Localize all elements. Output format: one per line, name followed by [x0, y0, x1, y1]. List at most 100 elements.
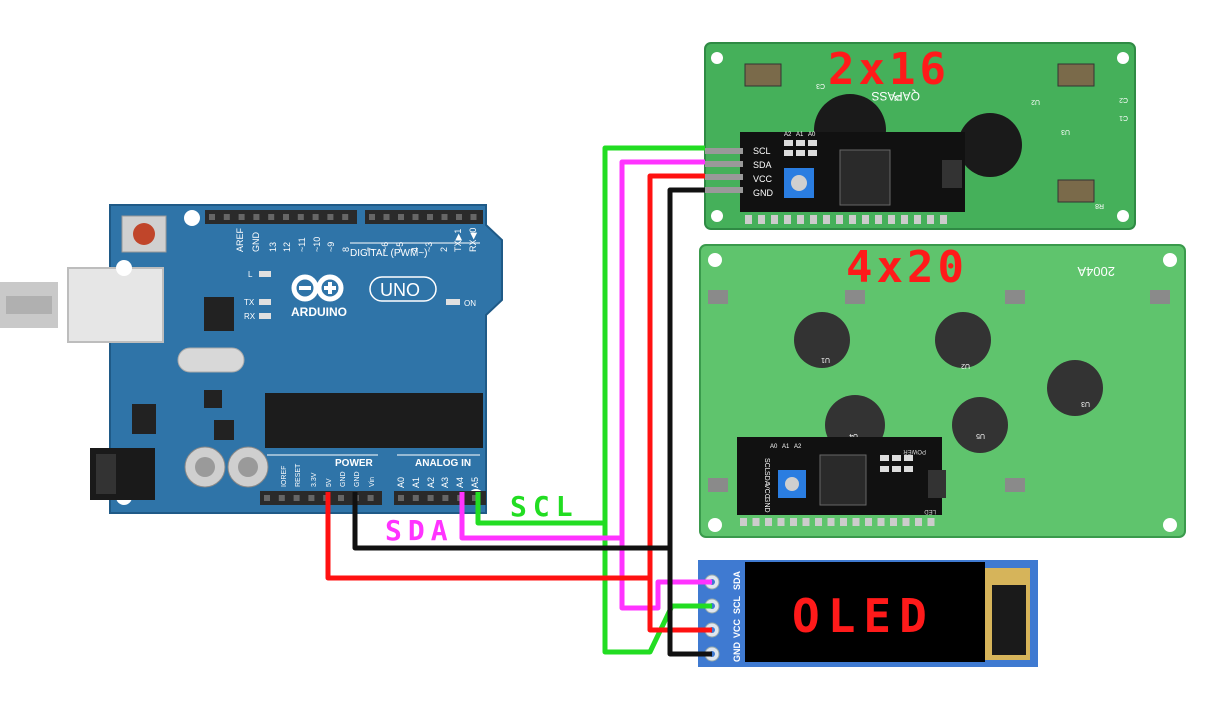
- lcd20-i2c-pin-label: SCL: [763, 458, 770, 472]
- digital-pin-label: GND: [251, 232, 261, 253]
- lcd16-addr-label: A1: [796, 132, 804, 138]
- lcd20-silk-text: 2004A: [1077, 264, 1115, 279]
- tx-label: TX: [244, 298, 255, 307]
- digital-pin-label: TX▶1: [453, 229, 463, 252]
- power-header-label: POWER: [335, 458, 374, 469]
- wire-vcc: [325, 173, 712, 633]
- lcd20-i2c-pin-label: GND: [763, 497, 770, 513]
- lcd16-addr-label: A2: [784, 132, 792, 138]
- lcd16-silk-text: C3: [816, 82, 825, 89]
- oled-title: OLED: [792, 589, 935, 643]
- lcd20-addr-label: A1: [782, 444, 790, 450]
- l-label: L: [248, 270, 253, 279]
- digital-header-label: DIGITAL (PWM~): [350, 248, 428, 259]
- oled-screen: [745, 562, 985, 662]
- analog-pin-label: A4: [455, 477, 465, 488]
- lcd20-led-label: LED: [924, 508, 936, 514]
- lcd20-addr-label: A2: [794, 444, 802, 450]
- lcd16-silk-text: U3: [1061, 128, 1070, 135]
- wire-gnd: [352, 187, 712, 657]
- digital-pin-label: AREF: [235, 227, 245, 252]
- lcd20-addr-label: A0: [770, 444, 778, 450]
- lcd20-blob-2: [935, 312, 991, 368]
- digital-pin-label: 2: [439, 247, 449, 252]
- oled-pin-label: SCL: [732, 595, 742, 614]
- lcd20-blob-5: [952, 397, 1008, 453]
- lcd16-silk-text: C1: [1119, 114, 1128, 121]
- digital-pin-label: ~10: [312, 237, 322, 252]
- arduino-logo: [291, 274, 344, 302]
- digital-pin-label: RX◀0: [468, 228, 478, 252]
- digital-pin-label: 8: [341, 247, 351, 252]
- power-pin-label: GND: [340, 471, 347, 487]
- lcd16-silk-text: QAPASS: [872, 89, 920, 103]
- lcd20-power-label: POWER: [903, 448, 926, 454]
- lcd16-title: 2x16: [828, 44, 950, 95]
- analog-pin-label: A1: [411, 477, 421, 488]
- power-pin-label: 5V: [326, 478, 333, 487]
- power-pin-label: RESET: [295, 463, 302, 487]
- digital-pin-label: 7: [366, 247, 376, 252]
- lcd20-i2c-pin-label: SDA: [763, 471, 770, 486]
- lcd16-addr-label: A0: [808, 132, 816, 138]
- lcd16-driver-blob-2: [958, 113, 1022, 177]
- analog-pin-label: A2: [426, 477, 436, 488]
- lcd16-silk-text: U2: [1031, 98, 1040, 105]
- analog-pin-label: A0: [396, 477, 406, 488]
- power-pin-label: Vin: [369, 477, 376, 487]
- power-header: [260, 491, 382, 505]
- digital-pin-label: 4: [410, 247, 420, 252]
- lcd16-silk-text: R8: [1095, 202, 1104, 209]
- lcd20-silk-text: U2: [961, 362, 970, 369]
- digital-pin-label: ~11: [297, 237, 307, 252]
- lcd20-blob-3: [1047, 360, 1103, 416]
- atmega-chip: [265, 393, 483, 448]
- wire-scl: [475, 145, 712, 655]
- lcd20-silk-text: U1: [821, 356, 830, 363]
- scl-wire-label: SCL: [510, 490, 579, 523]
- digital-pin-label: ~5: [395, 242, 405, 252]
- lcd20-i2c-pin-label: VCC: [763, 484, 770, 499]
- oled-pin-label: GND: [732, 642, 742, 663]
- lcd16-i2c-pin-label: VCC: [753, 174, 773, 184]
- power-pin-label: 3.3V: [311, 472, 318, 487]
- lcd16-silk-text: A: [1140, 162, 1145, 169]
- lcd16-i2c-pin-label: SCL: [753, 146, 771, 156]
- lcd16-silk-text: C2: [1119, 96, 1128, 103]
- analog-pin-label: A3: [440, 477, 450, 488]
- arduino-brand: ARDUINO: [291, 305, 347, 319]
- lcd16-i2c-pin-label: GND: [753, 188, 774, 198]
- power-pin-label: IOREF: [281, 466, 288, 487]
- digital-header-left: [205, 210, 357, 224]
- digital-pin-label: ~3: [424, 242, 434, 252]
- lcd20-silk-text: U4: [849, 432, 858, 439]
- digital-header-right: [365, 210, 483, 224]
- lcd20-silk-text: U5: [976, 432, 985, 439]
- lcd16-silk-text: U1: [893, 94, 902, 101]
- digital-pin-label: ~9: [326, 242, 336, 252]
- power-pin-label: GND: [354, 471, 361, 487]
- arduino-model: UNO: [380, 280, 420, 300]
- lcd20-title: 4x20: [846, 242, 968, 293]
- digital-pin-label: 12: [282, 242, 292, 252]
- on-label: ON: [464, 299, 476, 308]
- oled-pin-label: SDA: [732, 570, 742, 590]
- sda-wire-label: SDA: [385, 514, 454, 547]
- lcd20-silk-text: U3: [1081, 400, 1090, 407]
- digital-pin-label: 13: [268, 242, 278, 252]
- lcd16-i2c-pin-label: SDA: [753, 160, 772, 170]
- digital-pin-label: ~6: [380, 242, 390, 252]
- wiring: [325, 145, 712, 657]
- crystal: [177, 347, 245, 373]
- arduino-uno-board: ARDUINO UNO ON L TX RX AREF GND 13 12 ~11 ~10…: [0, 204, 503, 514]
- lcd16-silk-text: K: [1140, 94, 1145, 101]
- lcd20-blob-1: [794, 312, 850, 368]
- rx-label: RX: [244, 312, 256, 321]
- analog-pin-label: A5: [470, 477, 480, 488]
- analog-header-label: ANALOG IN: [415, 458, 471, 469]
- wire-sda: [459, 159, 712, 611]
- oled-pin-label: VCC: [732, 618, 742, 638]
- oled-module: OLED: [698, 560, 1038, 667]
